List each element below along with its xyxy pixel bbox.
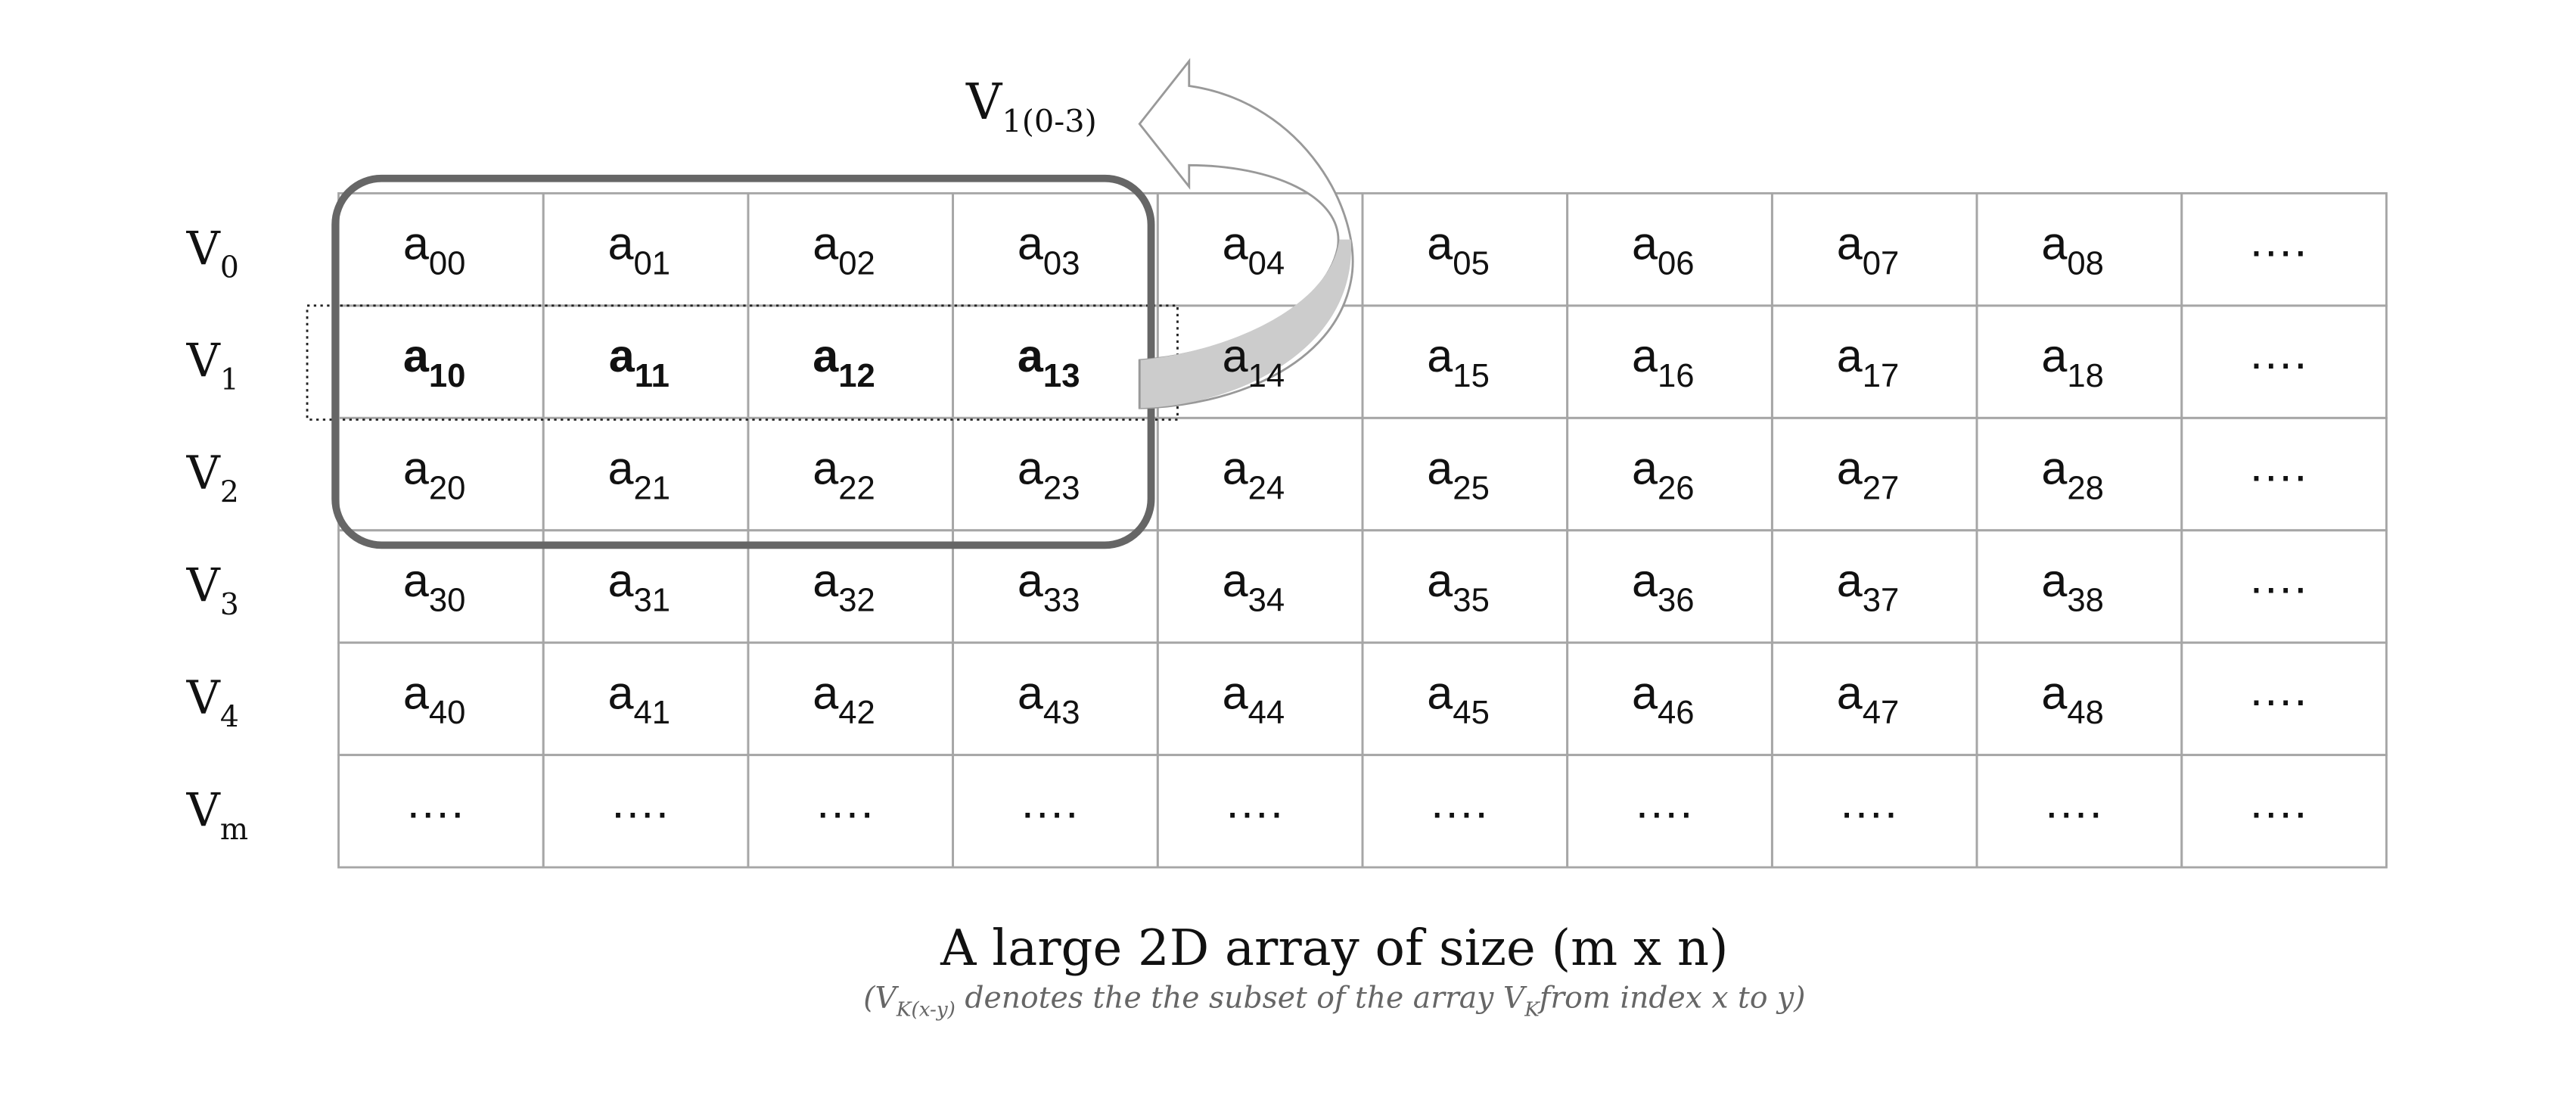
cell-value: a30: [403, 555, 466, 619]
cell-value: a35: [1427, 555, 1490, 619]
cell-value: a26: [1632, 443, 1695, 507]
caption-note: (VK(x-y) denotes the the subset of the a…: [863, 982, 1805, 1022]
cell-value: ….: [610, 776, 669, 828]
cell-value: ….: [1429, 776, 1488, 828]
array-cell: [2180, 754, 2388, 869]
cell-value: ….: [1224, 776, 1283, 828]
curved-arrow-icon: [1138, 58, 1354, 409]
cell-value: a38: [2041, 555, 2104, 619]
cell-value: ….: [1633, 776, 1692, 828]
cell-value: a00: [403, 218, 466, 282]
cell-value: ….: [1838, 776, 1897, 828]
cell-value: ….: [1019, 776, 1078, 828]
cell-value: ….: [2248, 552, 2307, 603]
cell-value: a34: [1223, 555, 1285, 619]
cell-value: a28: [2041, 443, 2104, 507]
cell-values-layer: a00 a01 a02 a03 a04 a05 a06 a07 a08 …. a10 a11 a12 a1…: [403, 214, 2307, 827]
cell-value: a25: [1427, 443, 1490, 507]
cell-value: a08: [2041, 218, 2104, 282]
cell-value: a10: [403, 330, 466, 394]
cell-value: a23: [1018, 443, 1080, 507]
cell-value: ….: [814, 776, 873, 828]
row-label: Vm: [186, 784, 248, 847]
cell-value: a45: [1427, 667, 1490, 732]
cell-value: a46: [1632, 667, 1695, 732]
cell-value: ….: [2248, 214, 2307, 266]
cell-value: ….: [2043, 776, 2102, 828]
cell-value: a22: [813, 443, 875, 507]
array-grid: [337, 191, 2388, 869]
cell-value: a24: [1223, 443, 1285, 507]
cell-value: a27: [1837, 443, 1900, 507]
row-label: V0: [186, 222, 239, 285]
cell-value: a04: [1223, 218, 1285, 282]
cell-value: a31: [608, 555, 671, 619]
cell-value: a41: [608, 667, 671, 732]
cell-value: a43: [1018, 667, 1080, 732]
caption-title: A large 2D array of size (m x n): [940, 919, 1728, 977]
arrow-label: V1(0-3): [965, 73, 1097, 139]
cell-value: a06: [1632, 218, 1695, 282]
cell-value: a12: [813, 330, 875, 394]
cell-value: a21: [608, 443, 671, 507]
cell-value: ….: [405, 776, 464, 828]
cell-value: ….: [2248, 664, 2307, 715]
cell-value: a03: [1018, 218, 1080, 282]
cell-value: ….: [2248, 327, 2307, 378]
row-label: V1: [186, 334, 239, 397]
cell-value: a37: [1837, 555, 1900, 619]
row-label: V3: [186, 559, 239, 622]
cell-value: a01: [608, 218, 671, 282]
cell-value: ….: [2248, 776, 2307, 828]
cell-value: a02: [813, 218, 875, 282]
row-label: V2: [186, 446, 239, 509]
cell-value: a48: [2041, 667, 2104, 732]
cell-value: a47: [1837, 667, 1900, 732]
cell-value: a32: [813, 555, 875, 619]
cell-value: a44: [1223, 667, 1285, 732]
cell-value: a13: [1018, 330, 1080, 394]
cell-value: a17: [1837, 330, 1900, 394]
row-label: V4: [186, 671, 239, 734]
cell-value: a14: [1223, 330, 1285, 394]
cell-value: a20: [403, 443, 466, 507]
cell-value: a15: [1427, 330, 1490, 394]
cell-value: a42: [813, 667, 875, 732]
cell-value: a36: [1632, 555, 1695, 619]
cell-value: a16: [1632, 330, 1695, 394]
cell-value: a18: [2041, 330, 2104, 394]
cell-value: a07: [1837, 218, 1900, 282]
cell-value: a40: [403, 667, 466, 732]
cell-value: a11: [609, 330, 670, 394]
cell-value: ….: [2248, 439, 2307, 490]
cell-value: a05: [1427, 218, 1490, 282]
cell-value: a33: [1018, 555, 1080, 619]
